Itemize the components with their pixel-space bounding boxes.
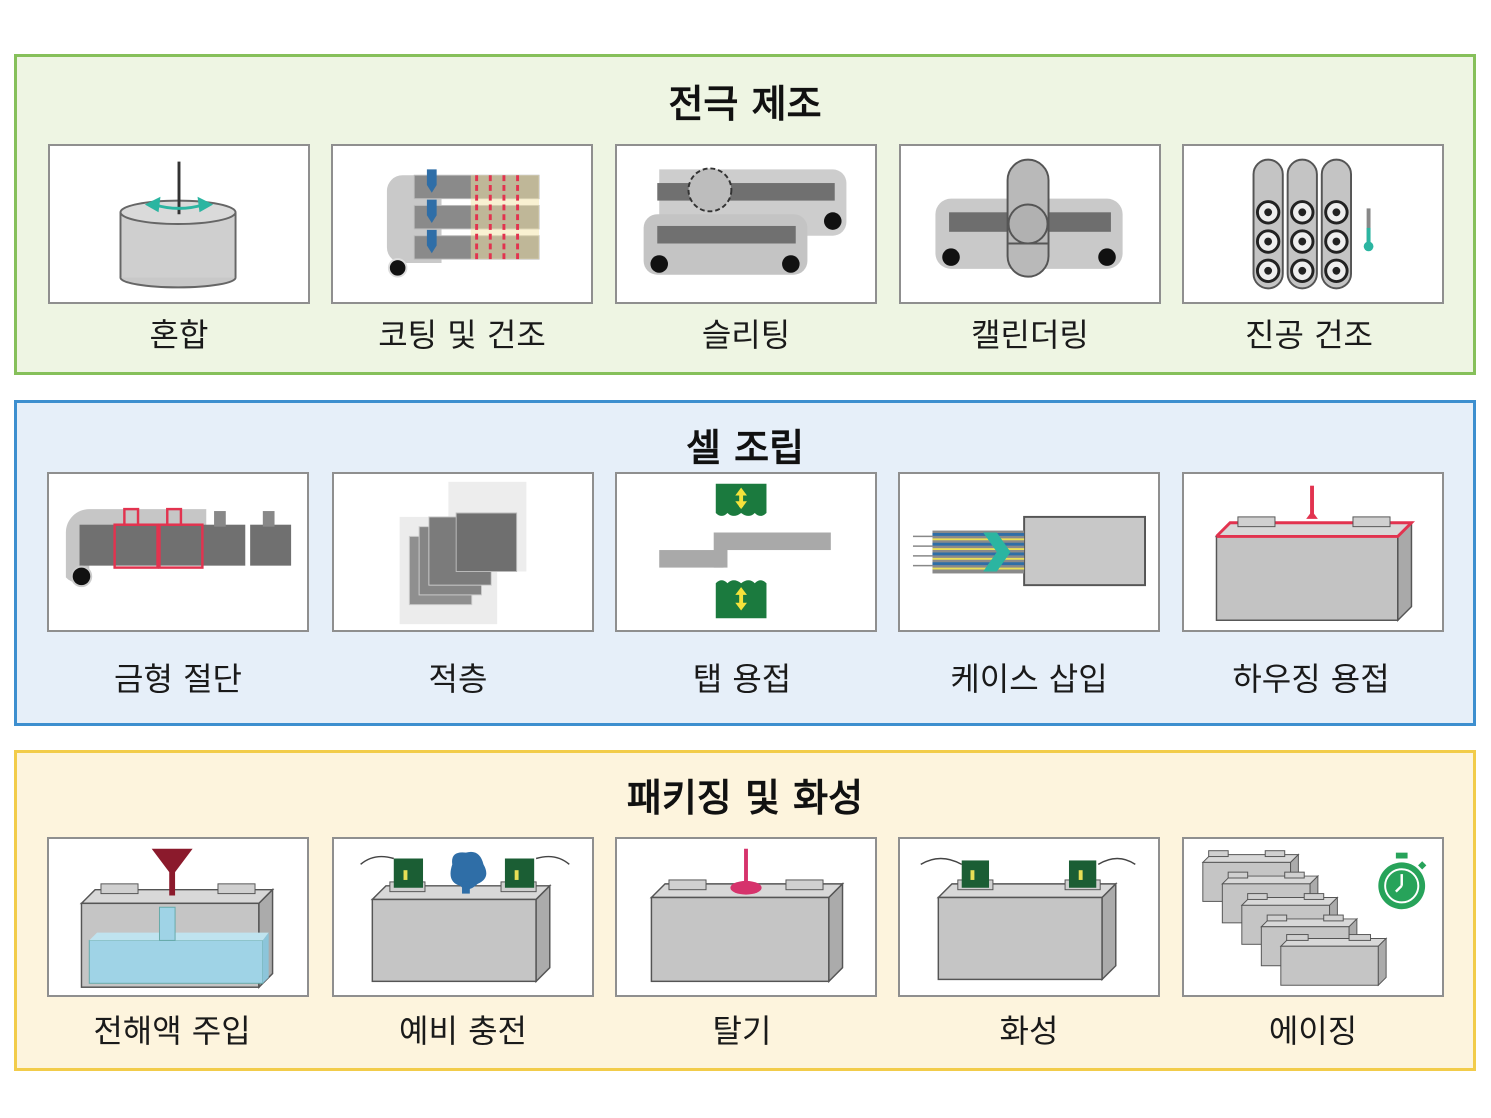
step-card-die-cutting — [47, 472, 309, 632]
section-title: 패키징 및 화성 — [626, 776, 864, 820]
step-label: 슬리팅 — [701, 316, 791, 354]
step-card-degassing — [615, 837, 877, 997]
step-card-aging — [1182, 837, 1444, 997]
section-title: 전극 제조 — [668, 82, 822, 126]
step-label: 하우징 용접 — [1232, 660, 1390, 698]
tab-welding-icon — [659, 483, 831, 619]
step-card-vacuum-drying — [1182, 144, 1444, 304]
slitting-icon — [643, 167, 847, 275]
step-card-formation — [898, 837, 1160, 997]
housing-welding-icon — [1214, 485, 1416, 623]
step-card-stacking — [332, 472, 594, 632]
vacuum-drying-icon — [1252, 158, 1374, 290]
degassing-icon — [649, 848, 845, 984]
step-card-electrolyte-filling — [47, 837, 309, 997]
coating-icon — [386, 169, 540, 278]
step-card-coating-drying — [331, 144, 593, 304]
step-label: 진공 건조 — [1245, 316, 1373, 354]
step-label: 화성 — [999, 1012, 1059, 1050]
step-card-housing-welding — [1182, 472, 1444, 632]
step-label: 캘린더링 — [971, 316, 1089, 354]
step-label: 에이징 — [1268, 1012, 1358, 1050]
step-label: 탭 용접 — [692, 660, 792, 698]
step-label: 적층 — [428, 660, 488, 698]
step-label: 전해액 주입 — [93, 1012, 251, 1050]
electrolyte-filling-icon — [79, 848, 275, 989]
die-cutting-icon — [65, 507, 292, 588]
step-card-pre-charging — [332, 837, 594, 997]
step-label: 탈기 — [712, 1012, 772, 1050]
formation-icon — [920, 857, 1136, 982]
step-card-calendering — [899, 144, 1161, 304]
case-insertion-icon — [912, 515, 1146, 587]
calendering-icon — [935, 158, 1123, 278]
stacking-icon — [399, 481, 527, 625]
step-label: 금형 절단 — [114, 660, 242, 698]
pre-charging-icon — [360, 851, 570, 984]
step-card-mixing — [48, 144, 310, 304]
step-card-slitting — [615, 144, 877, 304]
step-card-case-insertion — [898, 472, 1160, 632]
step-label: 케이스 삽입 — [950, 660, 1108, 698]
section-title: 셀 조립 — [685, 426, 805, 470]
aging-icon — [1201, 850, 1427, 987]
step-label: 예비 충전 — [399, 1012, 527, 1050]
mixer-icon — [119, 161, 237, 289]
step-label: 코팅 및 건조 — [378, 316, 546, 354]
step-card-tab-welding — [615, 472, 877, 632]
stopwatch-icon — [1378, 852, 1427, 910]
step-label: 혼합 — [149, 316, 209, 354]
